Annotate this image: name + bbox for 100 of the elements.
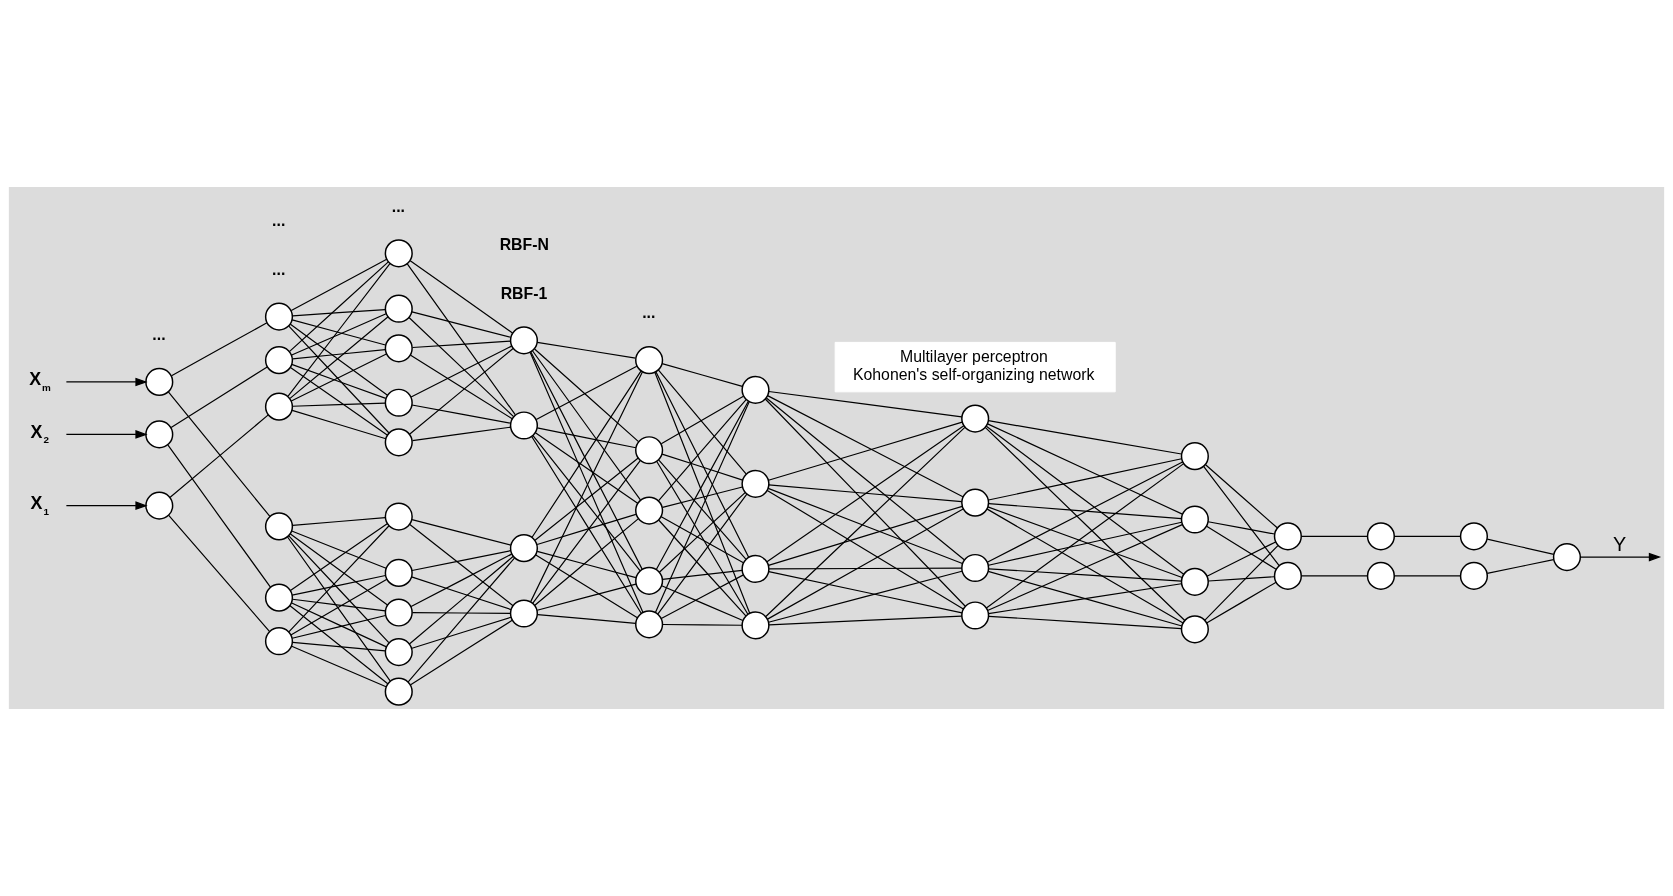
connector	[409, 347, 514, 435]
connector	[534, 457, 639, 541]
connector	[411, 519, 512, 546]
connector	[657, 369, 747, 475]
node-circle	[145, 367, 174, 397]
connector	[534, 348, 640, 443]
arrow	[65, 377, 148, 387]
connector	[655, 400, 749, 571]
connector	[408, 555, 514, 645]
connector	[988, 615, 1183, 630]
connector	[411, 404, 512, 424]
connector	[984, 426, 1186, 622]
label: ...	[272, 260, 286, 278]
connector	[767, 505, 963, 566]
connector	[1486, 538, 1555, 555]
connector	[408, 316, 515, 418]
connector	[411, 612, 512, 614]
connector	[289, 533, 389, 606]
node-circle	[264, 512, 294, 541]
arrow	[1580, 552, 1662, 562]
node-circle	[1180, 505, 1209, 534]
connector	[766, 425, 965, 563]
connector	[658, 492, 746, 573]
node-circle	[509, 411, 539, 440]
connector	[168, 514, 271, 633]
node-circle	[384, 428, 413, 457]
connector	[985, 425, 1185, 575]
node-circle	[741, 469, 770, 498]
connector	[1486, 559, 1555, 574]
node-circle	[741, 611, 770, 640]
connector	[767, 395, 964, 498]
node-circle	[384, 502, 413, 531]
connector	[655, 371, 750, 558]
connector	[1205, 464, 1278, 529]
connector	[411, 616, 512, 649]
connector	[288, 525, 390, 633]
connector	[291, 363, 387, 399]
connector	[290, 353, 387, 402]
node-circle	[1180, 442, 1209, 471]
label: ...	[272, 212, 286, 230]
connector	[660, 516, 744, 564]
node-circle	[1180, 615, 1209, 644]
node-circle	[1273, 522, 1302, 551]
connector	[536, 550, 637, 579]
connector	[1206, 581, 1277, 624]
node-circle	[1180, 567, 1209, 596]
connector	[987, 570, 1183, 627]
connector	[289, 523, 388, 592]
connector	[170, 322, 268, 377]
node-circle	[635, 566, 664, 595]
connector	[658, 398, 747, 502]
connector	[290, 258, 388, 312]
connector	[170, 366, 268, 429]
node-circle	[1459, 522, 1488, 551]
connector	[1300, 535, 1368, 537]
connector	[291, 614, 387, 639]
connector	[535, 554, 638, 619]
connector	[411, 426, 512, 442]
connector	[987, 521, 1183, 566]
node-circle	[264, 627, 294, 656]
node-circle	[145, 420, 174, 449]
node-circle	[509, 534, 539, 563]
node-circle	[741, 375, 770, 404]
connector	[661, 453, 744, 481]
connector	[661, 623, 743, 626]
connector	[767, 570, 963, 623]
connector	[291, 409, 387, 440]
node-circle	[1552, 543, 1582, 572]
node-box: Multilayer perceptron Kohonen's self-organizing network	[834, 341, 1116, 393]
node-circle	[961, 553, 990, 583]
connector	[661, 486, 744, 508]
connector	[1206, 541, 1277, 577]
connector	[410, 354, 513, 420]
node-circle	[384, 558, 413, 588]
node-circle	[961, 404, 990, 433]
node-circle	[635, 610, 664, 639]
connector	[289, 605, 389, 685]
connector	[291, 645, 387, 688]
connector	[986, 461, 1184, 563]
connector	[987, 506, 1183, 579]
node-circle	[1366, 561, 1395, 590]
connector	[1203, 465, 1280, 567]
connector	[765, 426, 966, 618]
node-circle	[961, 601, 990, 630]
connector	[986, 423, 1183, 515]
connector	[987, 583, 1182, 615]
node-text: X$_{2}$	[30, 421, 49, 446]
node-circle	[741, 554, 770, 584]
connector	[410, 345, 513, 398]
connector	[768, 571, 963, 614]
connector	[767, 487, 963, 565]
connector	[986, 524, 1183, 612]
node-circle	[635, 346, 664, 375]
connector	[660, 574, 744, 620]
connector	[531, 370, 642, 538]
connector	[661, 363, 743, 387]
connector	[986, 508, 1184, 624]
connector	[661, 585, 744, 621]
connector	[768, 615, 963, 626]
connector	[291, 602, 388, 648]
